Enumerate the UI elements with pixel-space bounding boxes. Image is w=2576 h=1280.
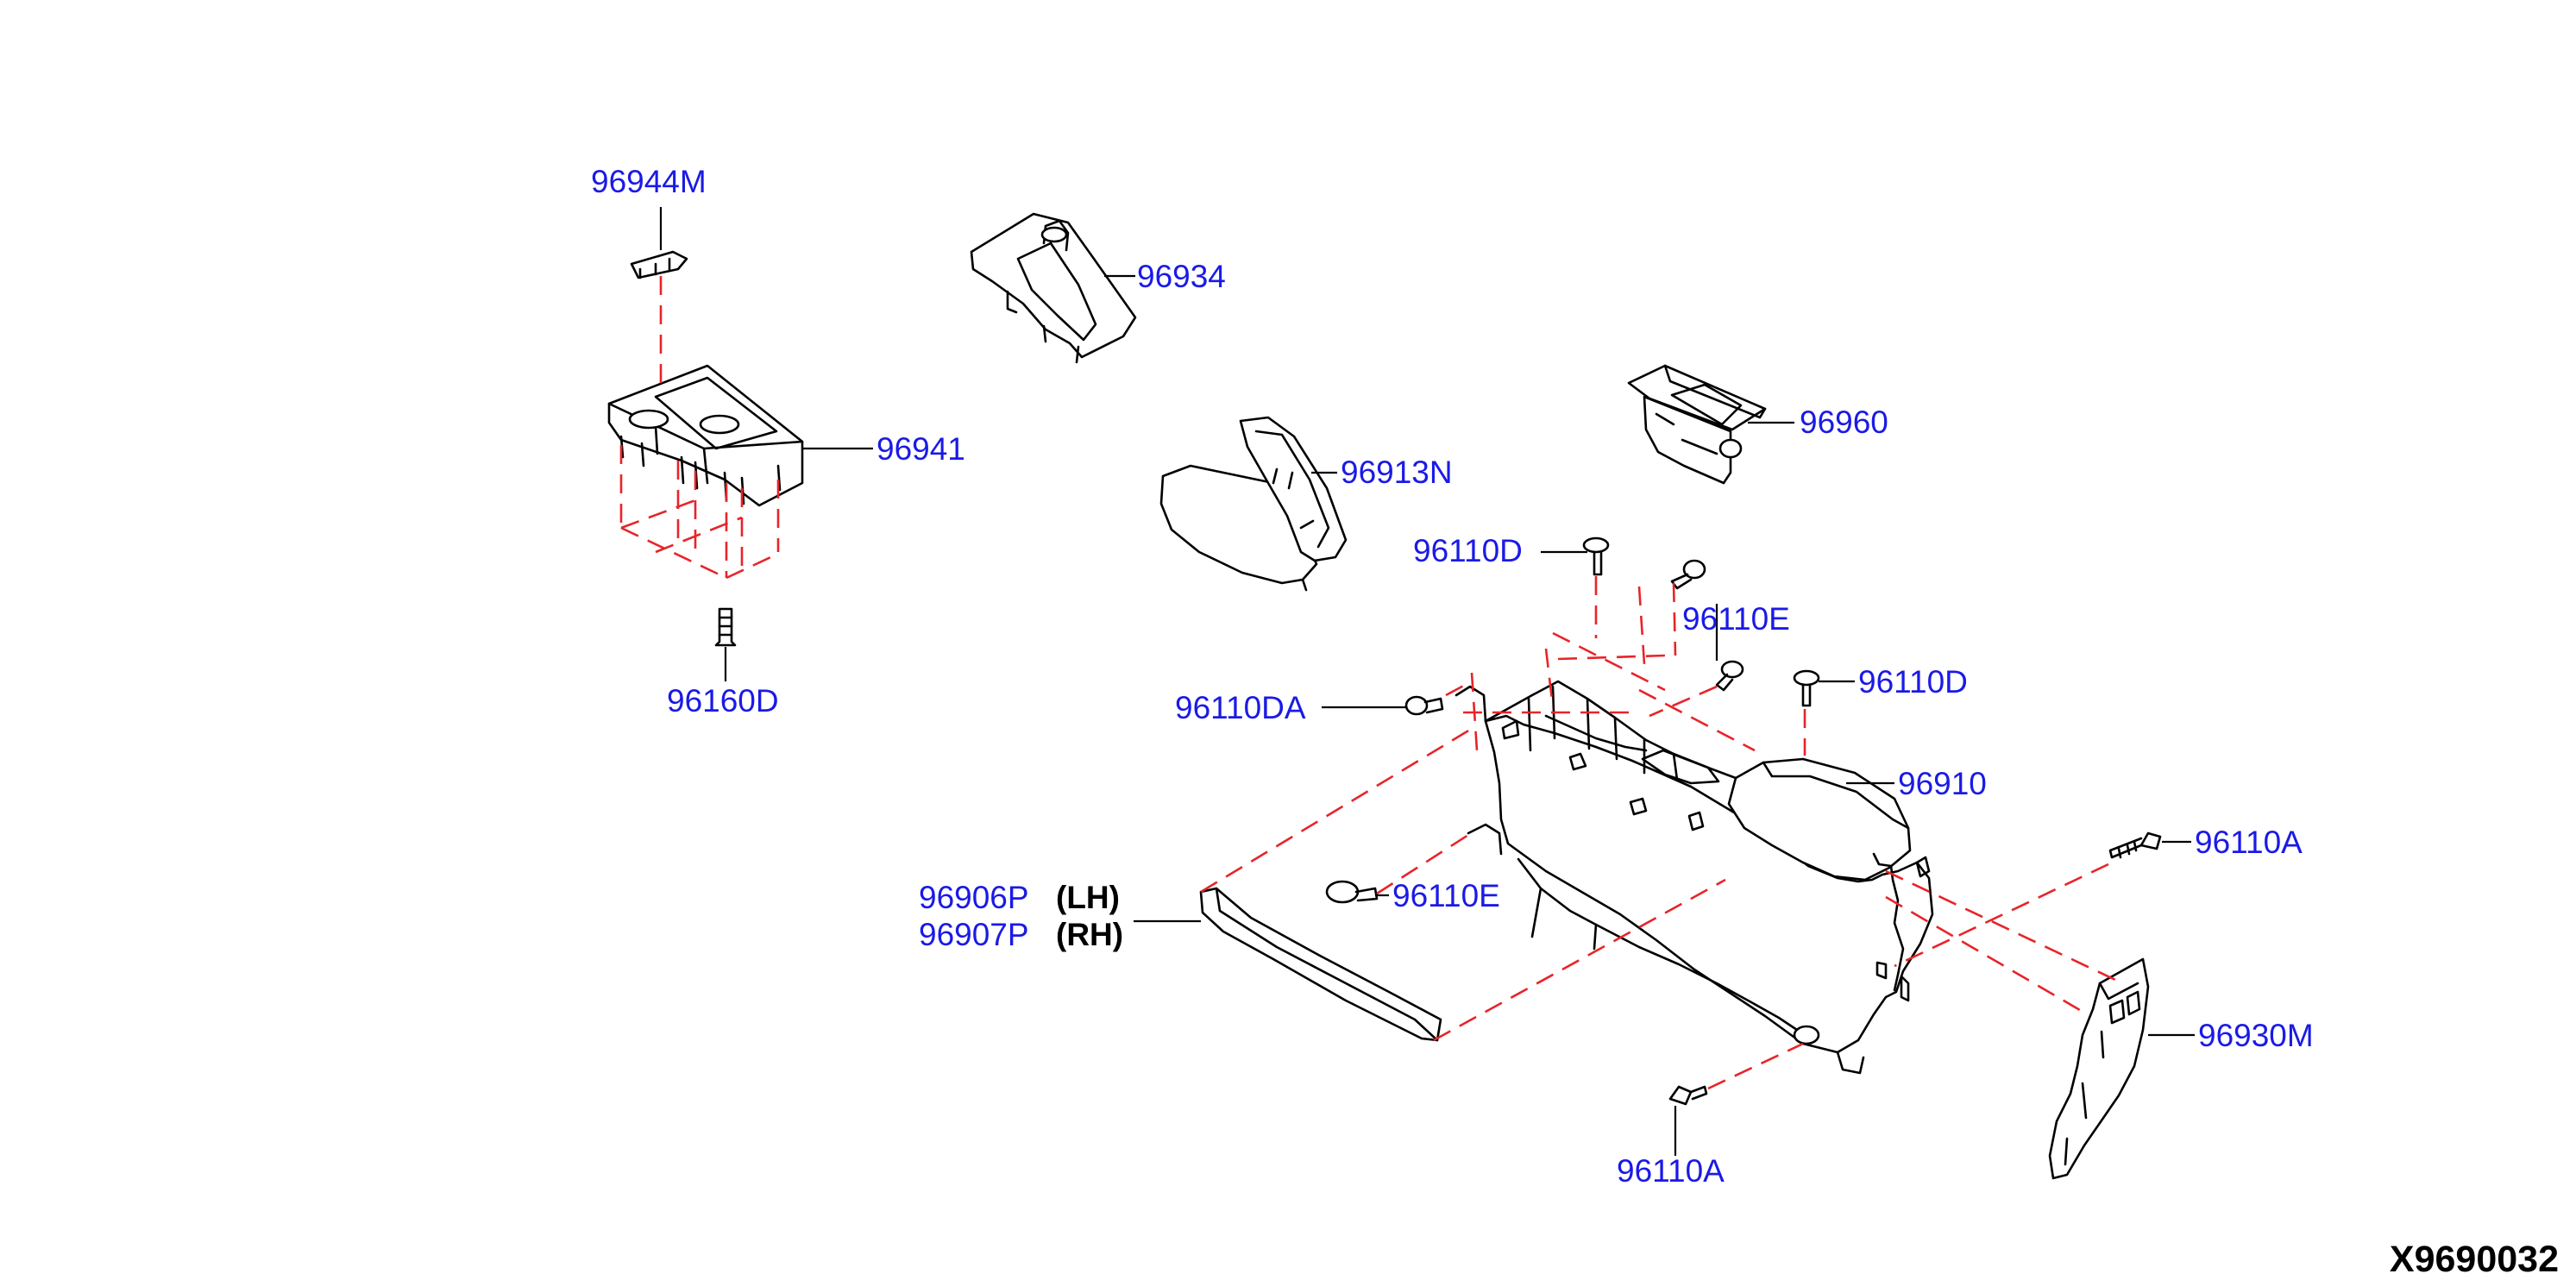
part-label-96110A-right[interactable]: 96110A — [2195, 825, 2303, 860]
fastener-96110E-top-drawing — [1670, 559, 1706, 590]
side-label-lh: (LH) — [1056, 880, 1120, 915]
part-label-96934[interactable]: 96934 — [1137, 259, 1226, 294]
part-label-96941[interactable]: 96941 — [876, 431, 965, 467]
fastener-96110E-mid-drawing — [1715, 660, 1744, 692]
part-96934-drawing — [970, 212, 1137, 364]
fastener-96110A-bottom-drawing — [1668, 1085, 1708, 1106]
side-label-rh: (RH) — [1056, 917, 1123, 952]
part-label-96110DA[interactable]: 96110DA — [1175, 690, 1306, 725]
part-96910-drawing — [1454, 680, 1934, 1075]
part-label-96906P[interactable]: 96906P — [919, 880, 1029, 915]
part-label-96930M[interactable]: 96930M — [2198, 1018, 2314, 1053]
part-label-96110D-top[interactable]: 96110D — [1413, 533, 1523, 568]
leader-lines — [659, 207, 2195, 1156]
part-96944M-drawing — [630, 250, 688, 279]
part-label-96907P[interactable]: 96907P — [919, 917, 1029, 952]
part-96913N-drawing — [1159, 416, 1348, 592]
fastener-96110E-lower-drawing — [1325, 880, 1379, 904]
part-label-96110D-right[interactable]: 96110D — [1858, 664, 1968, 700]
fastener-96110A-right-drawing — [2108, 831, 2162, 859]
part-label-96110E-lower[interactable]: 96110E — [1392, 878, 1500, 913]
part-96960-drawing — [1627, 364, 1767, 485]
assembly-guide-lines — [619, 276, 2116, 1090]
fastener-96110D-top-drawing — [1582, 536, 1610, 576]
part-96930M-drawing — [2048, 957, 2150, 1180]
drawing-code: X9690032 — [2390, 1239, 2559, 1280]
part-96941-drawing — [607, 364, 804, 507]
part-96906P-drawing — [1199, 887, 1442, 1042]
part-label-96110E-top[interactable]: 96110E — [1682, 601, 1790, 637]
fastener-96110D-right-drawing — [1793, 669, 1820, 707]
part-label-96160D[interactable]: 96160D — [667, 683, 779, 718]
part-label-96944M[interactable]: 96944M — [591, 164, 707, 199]
part-label-96910[interactable]: 96910 — [1898, 766, 1987, 801]
part-label-96960[interactable]: 96960 — [1800, 405, 1888, 440]
part-label-96110A-bottom[interactable]: 96110A — [1617, 1153, 1725, 1189]
part-label-96913N[interactable]: 96913N — [1341, 455, 1453, 490]
fastener-96110DA-drawing — [1404, 695, 1444, 716]
fastener-96160D-drawing — [714, 607, 737, 647]
